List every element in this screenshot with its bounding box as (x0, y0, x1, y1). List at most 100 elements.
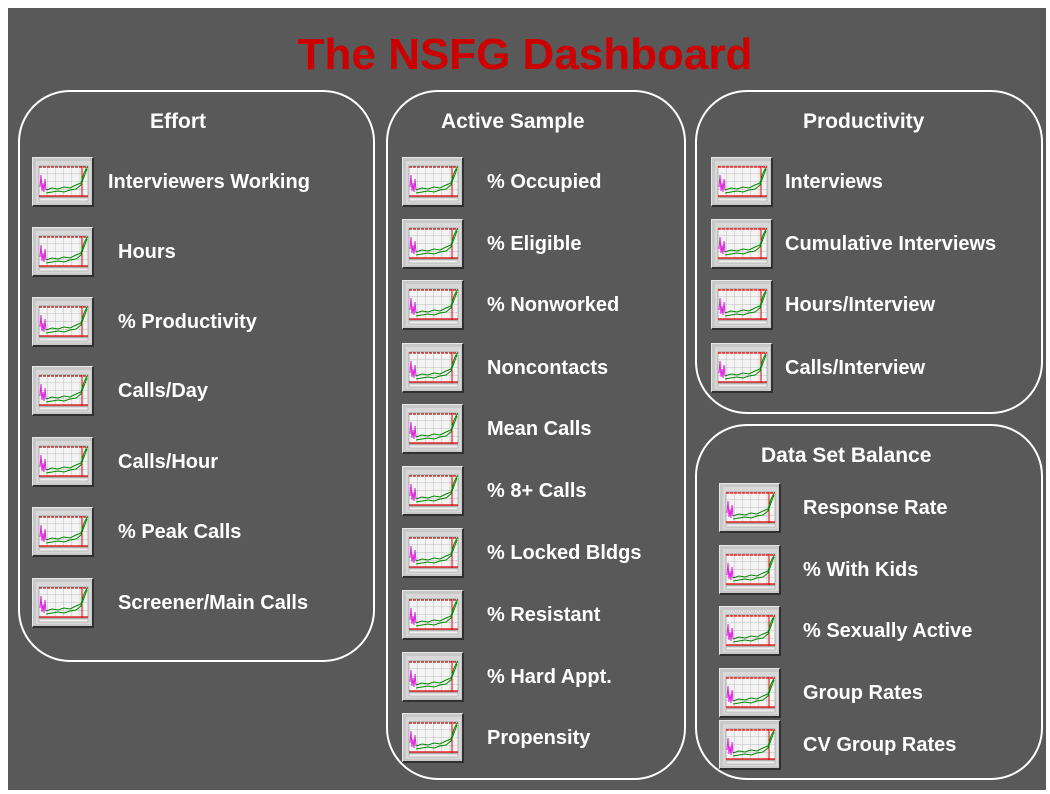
dashboard-link-calls-day[interactable]: Calls/Day (32, 366, 1040, 418)
chart-thumbnail-button[interactable] (32, 227, 94, 277)
chart-thumbnail-button[interactable] (402, 404, 464, 454)
chart-thumbnail-button[interactable] (402, 280, 464, 330)
dashboard-link-label: Screener/Main Calls (118, 592, 309, 614)
dashboard-link-noncontacts[interactable]: Noncontacts (402, 343, 1040, 395)
chart-thumbnail-button[interactable] (402, 343, 464, 393)
dashboard-link-label: Calls/Interview (785, 357, 926, 379)
mini-line-chart-icon (406, 408, 461, 450)
mini-line-chart-icon (723, 549, 778, 591)
mini-line-chart-icon (406, 532, 461, 574)
dashboard-link-peak-calls[interactable]: % Peak Calls (32, 507, 1040, 559)
chart-thumbnail-button[interactable] (32, 366, 94, 416)
dashboard-link-sexually-active[interactable]: % Sexually Active (719, 606, 1040, 658)
dashboard-link-eligible[interactable]: % Eligible (402, 219, 1040, 271)
mini-line-chart-icon (723, 724, 778, 766)
dashboard-link-label: Noncontacts (487, 357, 609, 379)
chart-thumbnail-button[interactable] (719, 545, 781, 595)
dashboard-link-productivity[interactable]: % Productivity (32, 297, 1040, 349)
chart-thumbnail-button[interactable] (32, 157, 94, 207)
dashboard-link-nonworked[interactable]: % Nonworked (402, 280, 1040, 332)
chart-thumbnail-button[interactable] (711, 219, 773, 269)
mini-line-chart-icon (406, 347, 461, 389)
dashboard-link-with-kids[interactable]: % With Kids (719, 545, 1040, 597)
dashboard-link-cv-group-rates[interactable]: CV Group Rates (719, 720, 1040, 772)
dashboard-link-interviews[interactable]: Interviews (711, 157, 1040, 209)
dashboard-link-hard-appt[interactable]: % Hard Appt. (402, 652, 1040, 704)
dashboard-link-label: Calls/Day (118, 380, 209, 402)
mini-line-chart-icon (715, 223, 770, 265)
chart-thumbnail-button[interactable] (402, 652, 464, 702)
panel-data-set-balance (695, 424, 1043, 780)
mini-line-chart-icon (406, 470, 461, 512)
dashboard-link-label: Hours/Interview (785, 294, 936, 316)
dashboard-link-label: % Productivity (118, 311, 257, 333)
chart-thumbnail-button[interactable] (32, 297, 94, 347)
mini-line-chart-icon (406, 594, 461, 636)
mini-line-chart-icon (715, 284, 770, 326)
dashboard-link-cumulative-interviews[interactable]: Cumulative Interviews (711, 219, 1040, 271)
chart-thumbnail-button[interactable] (402, 219, 464, 269)
dashboard-link-label: % Hard Appt. (487, 666, 612, 688)
chart-thumbnail-button[interactable] (32, 437, 94, 487)
panel-title-active-sample: Active Sample (441, 110, 585, 133)
mini-line-chart-icon (406, 717, 461, 759)
dashboard-link-hours[interactable]: Hours (32, 227, 1040, 279)
mini-line-chart-icon (406, 284, 461, 326)
dashboard-link-calls-hour[interactable]: Calls/Hour (32, 437, 1040, 489)
chart-thumbnail-button[interactable] (719, 720, 781, 770)
dashboard-link-screener-main-calls[interactable]: Screener/Main Calls (32, 578, 1040, 630)
dashboard-link-calls-interview[interactable]: Calls/Interview (711, 343, 1040, 395)
dashboard-link-label: % With Kids (803, 559, 919, 581)
chart-thumbnail-button[interactable] (711, 280, 773, 330)
dashboard-link-label: Hours (118, 241, 176, 263)
dashboard-slide (8, 8, 1046, 790)
mini-line-chart-icon (723, 610, 778, 652)
chart-thumbnail-button[interactable] (402, 528, 464, 578)
dashboard-link-mean-calls[interactable]: Mean Calls (402, 404, 1040, 456)
chart-thumbnail-button[interactable] (711, 157, 773, 207)
chart-thumbnail-button[interactable] (402, 713, 464, 763)
chart-thumbnail-button[interactable] (719, 606, 781, 656)
panel-effort (18, 90, 375, 662)
panel-active-sample (386, 90, 686, 780)
panel-title-data-set-balance: Data Set Balance (761, 444, 932, 467)
mini-line-chart-icon (715, 347, 770, 389)
dashboard-link-label: % Nonworked (487, 294, 620, 316)
dashboard-link-response-rate[interactable]: Response Rate (719, 483, 1040, 535)
chart-thumbnail-button[interactable] (402, 157, 464, 207)
dashboard-link-label: Interviewers Working (108, 171, 310, 193)
dashboard-link-label: Calls/Hour (118, 451, 219, 473)
dashboard-link-label: Response Rate (803, 497, 948, 519)
chart-thumbnail-button[interactable] (719, 668, 781, 718)
dashboard-link-group-rates[interactable]: Group Rates (719, 668, 1040, 720)
chart-thumbnail-button[interactable] (719, 483, 781, 533)
dashboard-link-interviewers-working[interactable]: Interviewers Working (32, 157, 1040, 209)
dashboard-link-label: Interviews (785, 171, 883, 193)
mini-line-chart-icon (406, 161, 461, 203)
chart-thumbnail-button[interactable] (711, 343, 773, 393)
mini-line-chart-icon (36, 161, 91, 203)
chart-thumbnail-button[interactable] (402, 466, 464, 516)
dashboard-link-hours-interview[interactable]: Hours/Interview (711, 280, 1040, 332)
chart-thumbnail-button[interactable] (32, 507, 94, 557)
dashboard-link-label: Group Rates (803, 682, 924, 704)
dashboard-link-label: % 8+ Calls (487, 480, 587, 502)
mini-line-chart-icon (36, 511, 91, 553)
page-title: The NSFG Dashboard (297, 30, 753, 79)
dashboard-link-locked-bldgs[interactable]: % Locked Bldgs (402, 528, 1040, 580)
dashboard-link-propensity[interactable]: Propensity (402, 713, 1040, 765)
chart-thumbnail-button[interactable] (32, 578, 94, 628)
mini-line-chart-icon (36, 582, 91, 624)
dashboard-link-label: % Occupied (487, 171, 602, 193)
chart-thumbnail-button[interactable] (402, 590, 464, 640)
mini-line-chart-icon (723, 487, 778, 529)
dashboard-link-resistant[interactable]: % Resistant (402, 590, 1040, 642)
dashboard-link-8-calls[interactable]: % 8+ Calls (402, 466, 1040, 518)
dashboard-link-label: Mean Calls (487, 418, 592, 440)
dashboard-link-label: % Resistant (487, 604, 601, 626)
mini-line-chart-icon (715, 161, 770, 203)
mini-line-chart-icon (723, 672, 778, 714)
panel-title-productivity: Productivity (803, 110, 925, 133)
dashboard-link-label: % Eligible (487, 233, 582, 255)
dashboard-link-occupied[interactable]: % Occupied (402, 157, 1040, 209)
